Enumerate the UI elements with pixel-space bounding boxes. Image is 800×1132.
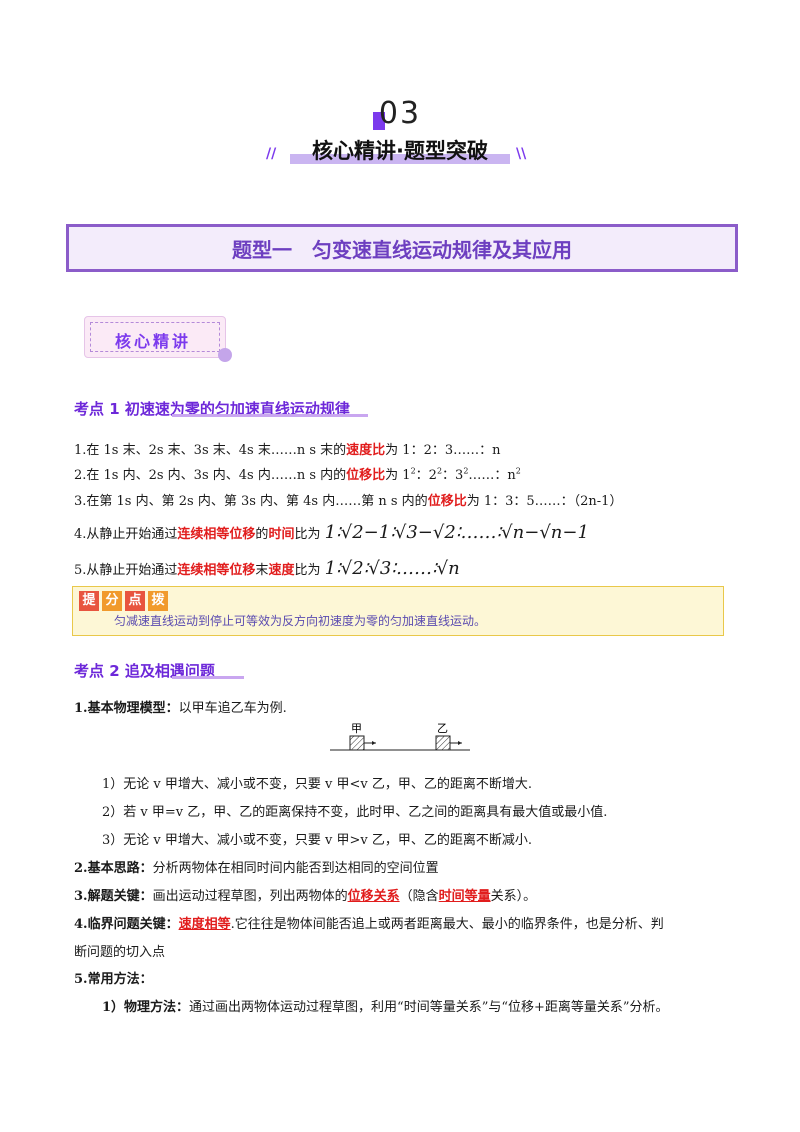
- chapter-number: 03: [378, 96, 422, 131]
- model-line: 1.基本物理模型：以甲车追乙车为例.: [74, 701, 287, 716]
- velocity-ratio-formula: 1∶√2∶√3∶……∶√n: [324, 558, 460, 579]
- point1-line2: 2.在 1s 内、2s 内、3s 内、4s 内……n s 内的位移比为 12：2…: [74, 466, 521, 483]
- decor-slash-left: //: [266, 146, 277, 162]
- chase-diagram: 甲 乙: [330, 722, 470, 751]
- tip-tag-3: 点: [125, 591, 145, 611]
- car-b: [435, 735, 462, 751]
- methods-heading: 5.常用方法：: [74, 972, 153, 987]
- car-b-label: 乙: [437, 722, 448, 735]
- badge-dot-icon: [218, 348, 232, 362]
- chapter-number-accent: [373, 112, 385, 130]
- point2-heading-underline: [172, 676, 244, 679]
- key-line: 3.解题关键：画出运动过程草图，列出两物体的位移关系（隐含时间等量关系）。: [74, 889, 537, 904]
- decor-slash-right: \\: [516, 146, 527, 162]
- critical-line-cont: 断问题的切入点: [74, 945, 166, 960]
- core-badge: 核心精讲: [78, 316, 232, 362]
- point1-heading-underline: [172, 414, 368, 417]
- case-1: 1）无论 v 甲增大、减小或不变，只要 v 甲<v 乙，甲、乙的距离不断增大.: [102, 777, 532, 792]
- tip-tag-4: 拨: [148, 591, 168, 611]
- critical-line: 4.临界问题关键：速度相等.它往往是物体间能否追上或两者距离最大、最小的临界条件…: [74, 917, 664, 932]
- point1-line5: 5.从静止开始通过连续相等位移末速度比为 1∶√2∶√3∶……∶√n: [74, 558, 460, 579]
- point2-heading: 考点 2 追及相遇问题: [74, 662, 215, 680]
- point1-line1: 1.在 1s 末、2s 末、3s 末、4s 末……n s 末的速度比为 1：2：…: [74, 443, 501, 458]
- point1-line3: 3.在第 1s 内、第 2s 内、第 3s 内、第 4s 内……第 n s 内的…: [74, 494, 623, 509]
- chapter-title: 核心精讲·题型突破: [312, 139, 488, 163]
- car-a: [349, 735, 376, 751]
- tip-tag-1: 提: [79, 591, 99, 611]
- point1-heading: 考点 1 初速速为零的匀加速直线运动规律: [74, 400, 350, 418]
- tip-text: 匀减速直线运动到停止可等效为反方向初速度为零的匀加速直线运动。: [114, 614, 487, 628]
- idea-line: 2.基本思路：分析两物体在相同时间内能否到达相同的空间位置: [74, 861, 439, 876]
- tip-box: 提 分 点 拨: [72, 586, 724, 636]
- method1-line: 1）物理方法：通过画出两物体运动过程草图，利用“时间等量关系”与“位移+距离等量…: [102, 1000, 669, 1015]
- core-badge-label: 核心精讲: [114, 332, 191, 351]
- car-a-label: 甲: [351, 722, 362, 735]
- point1-line4: 4.从静止开始通过连续相等位移的时间比为 1∶√2−1∶√3−√2∶……∶√n−…: [74, 522, 589, 543]
- time-ratio-formula: 1∶√2−1∶√3−√2∶……∶√n−√n−1: [324, 522, 589, 543]
- case-2: 2）若 v 甲=v 乙，甲、乙的距离保持不变，此时甲、乙之间的距离具有最大值或最…: [102, 805, 608, 820]
- section-title: 题型一 匀变速直线运动规律及其应用: [232, 238, 572, 262]
- case-3: 3）无论 v 甲增大、减小或不变，只要 v 甲>v 乙，甲、乙的距离不断减小.: [102, 833, 532, 848]
- tip-tag-2: 分: [102, 591, 122, 611]
- chapter-title-highlight: [290, 154, 510, 164]
- section-banner: [66, 224, 738, 272]
